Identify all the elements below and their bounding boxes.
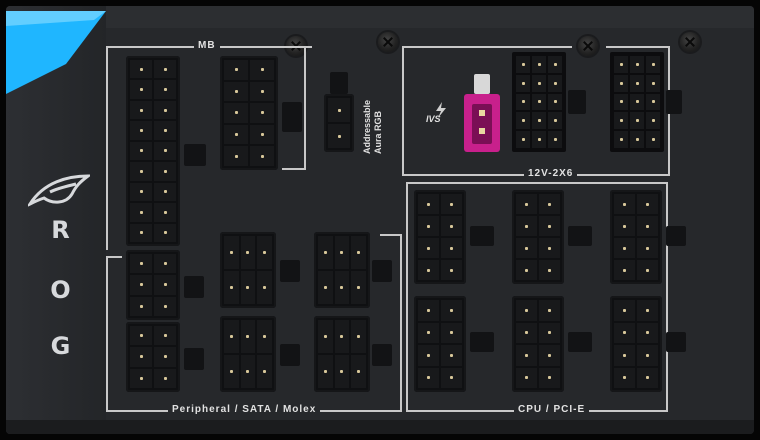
brand-letter-o: O [50, 276, 72, 304]
peripheral-connector[interactable] [220, 316, 276, 392]
aura-rgb-label: Addressable Aura RGB [362, 100, 384, 154]
peripheral-connector[interactable] [314, 316, 370, 392]
ivs-latch [474, 74, 490, 94]
connector-latch [330, 72, 348, 94]
cpu-pcie-connector[interactable] [610, 190, 662, 284]
peripheral-connector[interactable] [314, 232, 370, 308]
peripheral-connector[interactable] [220, 232, 276, 308]
cpu-bracket-top [406, 182, 668, 184]
connector-latch [280, 260, 300, 282]
peripheral-bracket-right [400, 234, 402, 412]
mb-bracket-left [106, 46, 108, 250]
aura-label-line2: Aura RGB [373, 110, 383, 154]
connector-latch [184, 276, 204, 298]
cpu-label: CPU / PCI-E [514, 404, 590, 415]
mb-24pin-connector[interactable] [126, 56, 180, 246]
cpu-pcie-connector[interactable] [414, 296, 466, 392]
psu-panel: R O G MB Peripheral / SATA / Molex 12V-2… [6, 6, 754, 434]
ivs-connector[interactable] [464, 94, 500, 152]
hv-bracket-top [402, 46, 572, 48]
mb-bracket-foot [282, 168, 306, 170]
screw-icon [680, 32, 700, 52]
mb-bracket-right [304, 46, 306, 170]
lightning-icon [436, 102, 446, 118]
hv-bracket-top-right [606, 46, 670, 48]
mb-10pin-connector[interactable] [220, 56, 278, 170]
top-edge [106, 6, 754, 28]
mb-label: MB [194, 40, 220, 51]
connector-latch [372, 344, 392, 366]
peripheral-bracket-left [106, 256, 108, 412]
brand-letter-r: R [51, 216, 71, 244]
connector-latch [568, 332, 592, 352]
connector-latch [470, 332, 494, 352]
cpu-pcie-connector[interactable] [512, 296, 564, 392]
rgb-light-strip [6, 11, 106, 94]
connector-latch [568, 90, 586, 114]
hv-bracket-left [402, 46, 404, 176]
connector-latch [666, 226, 686, 246]
brand-letter-g: G [50, 332, 72, 360]
hv-label: 12V-2X6 [524, 168, 578, 179]
cpu-pcie-connector[interactable] [414, 190, 466, 284]
connector-latch [184, 348, 204, 370]
peripheral-connector[interactable] [126, 322, 180, 392]
aura-label-line1: Addressable [362, 99, 372, 154]
cpu-pcie-connector[interactable] [512, 190, 564, 284]
hv-12v-2x6-connector[interactable] [512, 52, 566, 152]
connector-latch [184, 144, 206, 166]
bottom-edge [6, 420, 754, 434]
rog-eye-logo-icon [28, 174, 90, 207]
hv-12v-2x6-connector[interactable] [610, 52, 664, 152]
screw-icon [578, 36, 598, 56]
aura-rgb-connector[interactable] [324, 94, 354, 152]
connector-latch [280, 344, 300, 366]
connector-latch [666, 90, 682, 114]
cpu-bracket-right [666, 182, 668, 412]
connector-latch [666, 332, 686, 352]
peripheral-label: Peripheral / SATA / Molex [168, 404, 321, 415]
peripheral-bracket-tick [106, 256, 122, 258]
connector-latch [470, 226, 494, 246]
connector-latch [372, 260, 392, 282]
ivs-label: IVS [426, 114, 441, 124]
connector-latch [282, 102, 302, 132]
peripheral-connector[interactable] [126, 250, 180, 320]
peripheral-bracket-corner [380, 234, 402, 236]
screw-icon [378, 32, 398, 52]
cpu-pcie-connector[interactable] [610, 296, 662, 392]
cpu-bracket-left [406, 182, 408, 412]
connector-latch [568, 226, 592, 246]
